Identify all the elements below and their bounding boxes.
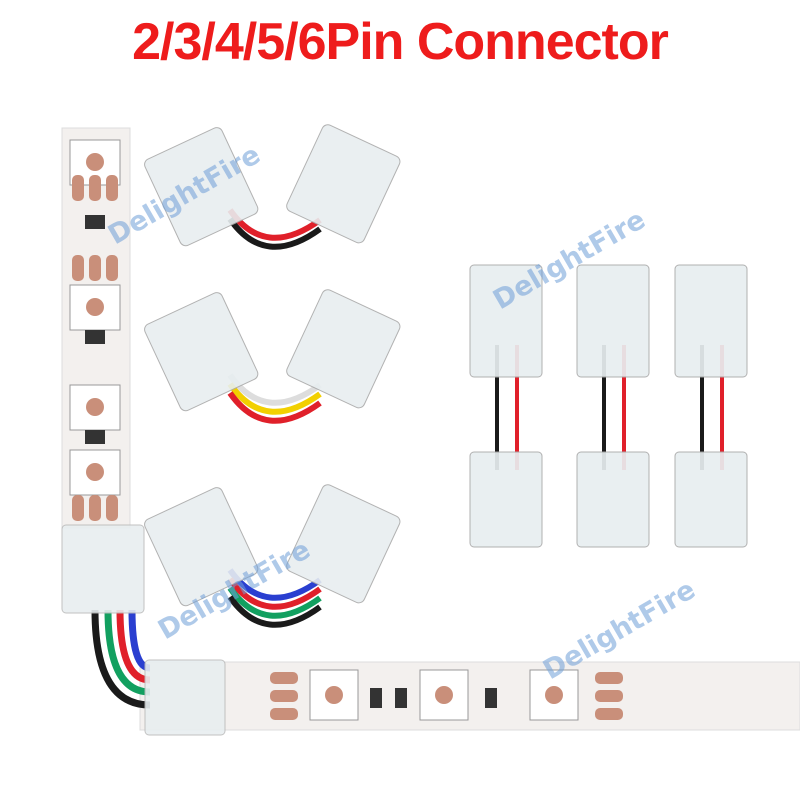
wire-green xyxy=(227,586,322,619)
solder-pad xyxy=(106,175,118,201)
led-lens xyxy=(86,298,104,316)
solder-pad xyxy=(89,255,101,281)
led-lens xyxy=(435,686,453,704)
solder-pad xyxy=(270,708,298,720)
strip-l-connector-4pin xyxy=(61,524,226,736)
wire-red xyxy=(227,391,322,424)
solder-pad xyxy=(72,495,84,521)
straight-connector xyxy=(674,264,748,548)
resistor xyxy=(85,430,105,444)
connector-housing xyxy=(144,127,259,247)
solder-pad xyxy=(106,255,118,281)
l-connector-2pin xyxy=(144,124,401,250)
l-connector-3pin xyxy=(144,289,401,424)
resistor xyxy=(85,330,105,344)
solder-pad xyxy=(595,690,623,702)
connector-housing xyxy=(576,264,650,378)
led-lens xyxy=(86,463,104,481)
connector-housing xyxy=(144,487,259,607)
led-strip-vertical xyxy=(61,127,131,529)
straight-connector xyxy=(576,264,650,548)
resistor xyxy=(85,215,105,229)
connector-housing xyxy=(674,451,748,548)
solder-pad xyxy=(270,690,298,702)
connector-housing xyxy=(469,264,543,378)
connector-housing xyxy=(144,292,259,412)
resistor xyxy=(395,688,407,708)
solder-pad xyxy=(595,708,623,720)
connector-housing xyxy=(674,264,748,378)
solder-pad xyxy=(89,175,101,201)
connector-housing xyxy=(286,289,401,409)
wire-red xyxy=(227,577,322,610)
solder-pad xyxy=(72,255,84,281)
led-lens xyxy=(86,398,104,416)
connector-housing xyxy=(469,451,543,548)
wire-black xyxy=(227,595,322,628)
connector-housing xyxy=(286,484,401,604)
connector-housing xyxy=(286,124,401,244)
wire-black xyxy=(227,217,322,250)
product-title: 2/3/4/5/6Pin Connector xyxy=(132,13,669,71)
resistor xyxy=(370,688,382,708)
led-lens xyxy=(325,686,343,704)
led-strip-horizontal xyxy=(139,661,800,731)
solder-pad xyxy=(89,495,101,521)
l-connector-4pin xyxy=(144,484,401,628)
led-lens xyxy=(545,686,563,704)
wire-yellow xyxy=(227,382,322,415)
led-lens xyxy=(86,153,104,171)
connector-housing xyxy=(576,451,650,548)
resistor xyxy=(485,688,497,708)
straight-connector xyxy=(469,264,543,548)
solder-pad xyxy=(270,672,298,684)
solder-pad xyxy=(106,495,118,521)
solder-pad xyxy=(595,672,623,684)
solder-pad xyxy=(72,175,84,201)
